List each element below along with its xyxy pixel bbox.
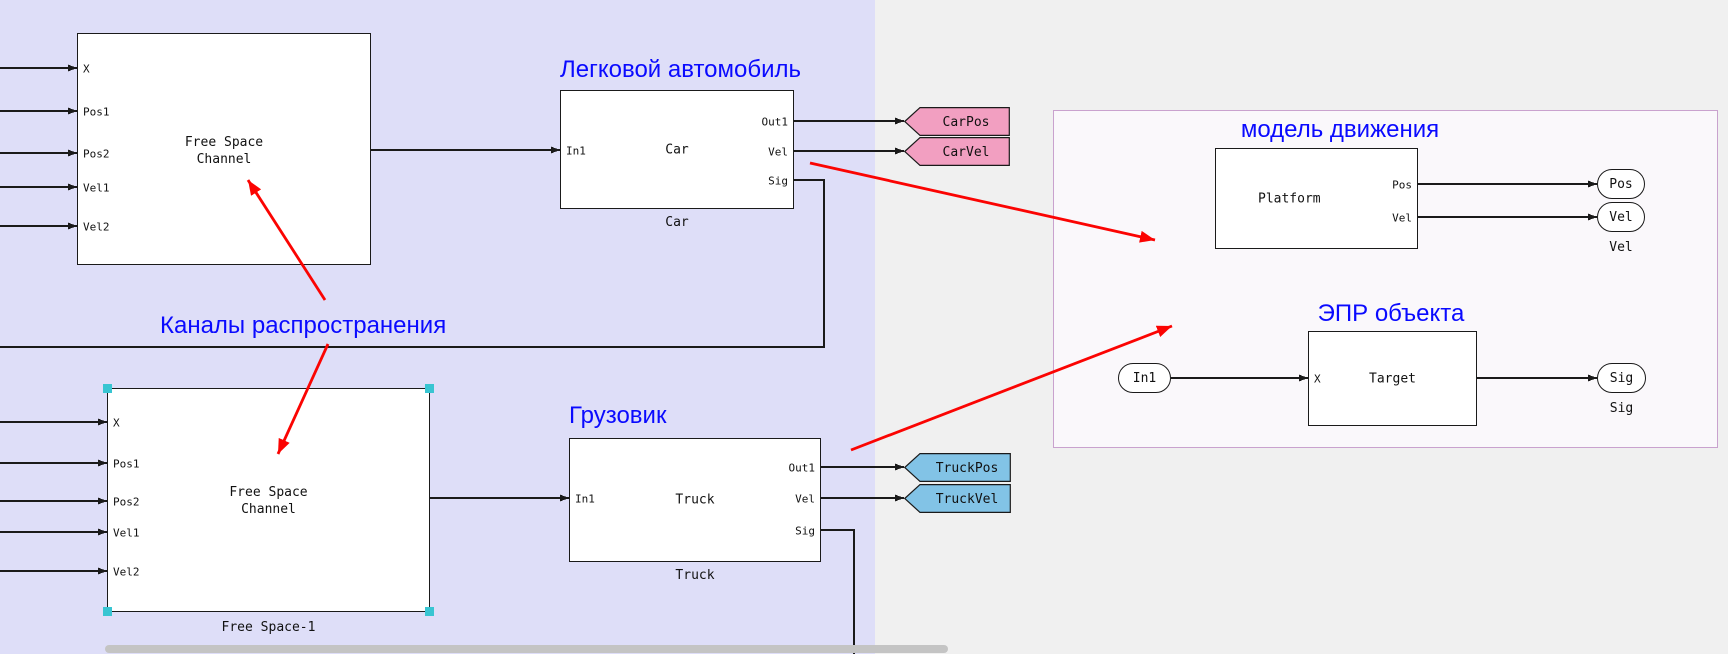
port-label-pos2: Pos2 xyxy=(113,495,140,509)
selection-handle[interactable] xyxy=(425,607,434,616)
wire-truck-sig[interactable] xyxy=(821,529,855,654)
free-space-channel-bottom-block[interactable]: Free Space Channel X Pos1 Pos2 Vel1 Vel2 xyxy=(103,384,434,616)
goto-tag-carpos[interactable]: CarPos xyxy=(904,107,1010,136)
svg-text:TruckVel: TruckVel xyxy=(936,492,999,507)
free-space-channel-top-block[interactable]: Free Space Channel X Pos1 Pos2 Vel1 Vel2 xyxy=(77,33,371,265)
block-title: Free Space Channel xyxy=(184,135,264,167)
goto-tag-truckvel[interactable]: TruckVel xyxy=(904,484,1011,513)
outport-pos[interactable]: Pos xyxy=(1597,169,1645,199)
free-space-1-block-name[interactable]: Free Space-1 xyxy=(221,620,316,635)
annotation-rcs-heading[interactable]: ЭПР объекта xyxy=(1317,300,1465,327)
horizontal-scrollbar-thumb[interactable] xyxy=(105,645,948,653)
port-label-sig: Sig xyxy=(768,174,788,188)
platform-block[interactable]: Platform Pos Vel xyxy=(1215,148,1418,249)
block-title: Truck xyxy=(675,492,715,508)
outport-sig[interactable]: Sig xyxy=(1597,363,1646,393)
outport-vel[interactable]: Vel xyxy=(1597,202,1645,232)
port-label-pos1: Pos1 xyxy=(83,105,110,119)
port-label-pos: Pos xyxy=(1392,178,1412,192)
selection-handle[interactable] xyxy=(103,384,112,393)
port-label-vel: Vel xyxy=(1392,211,1412,225)
car-subsystem-block[interactable]: Car In1 Out1 Vel Sig xyxy=(560,90,794,209)
svg-text:TruckPos: TruckPos xyxy=(936,461,999,476)
red-arrow-to-free-space-top[interactable] xyxy=(246,179,327,301)
port-label-pos1: Pos1 xyxy=(113,457,140,471)
inport-in1[interactable]: In1 xyxy=(1118,363,1171,393)
target-block[interactable]: Target X xyxy=(1308,331,1477,426)
red-arrow-to-free-space-bottom[interactable] xyxy=(276,343,330,455)
block-title: Free Space Channel xyxy=(229,485,308,517)
outport-sig-label: Sig xyxy=(1609,370,1634,386)
port-label-out1: Out1 xyxy=(761,115,789,129)
inport-in1-label: In1 xyxy=(1132,370,1157,386)
block-title: Platform xyxy=(1258,191,1321,206)
outport-pos-label: Pos xyxy=(1609,176,1633,192)
port-label-vel: Vel xyxy=(768,145,788,159)
goto-tag-truckpos[interactable]: TruckPos xyxy=(904,453,1011,482)
svg-text:CarPos: CarPos xyxy=(943,115,990,130)
block-title: Car xyxy=(665,142,689,157)
red-arrow-to-motion-model[interactable] xyxy=(809,161,1156,243)
port-label-out1: Out1 xyxy=(788,461,816,475)
annotation-motion-model-heading[interactable]: модель движения xyxy=(1240,116,1440,143)
sig-port-name[interactable]: Sig xyxy=(1609,401,1634,416)
car-block-name[interactable]: Car xyxy=(665,215,689,230)
annotation-truck-heading[interactable]: Грузовик xyxy=(569,402,667,429)
vel-port-name[interactable]: Vel xyxy=(1609,240,1633,255)
port-label-vel: Vel xyxy=(795,492,815,506)
block-title: Target xyxy=(1369,371,1416,386)
port-label-x: X xyxy=(1314,372,1321,386)
selection-handle[interactable] xyxy=(103,607,112,616)
svg-text:CarVel: CarVel xyxy=(943,145,990,160)
selection-handle[interactable] xyxy=(425,384,434,393)
port-label-in1: In1 xyxy=(575,492,595,506)
truck-subsystem-block[interactable]: Truck In1 Out1 Vel Sig xyxy=(569,438,821,562)
red-arrow-to-rcs[interactable] xyxy=(850,324,1173,452)
goto-tag-carvel[interactable]: CarVel xyxy=(904,137,1010,166)
port-label-pos2: Pos2 xyxy=(83,147,110,161)
truck-block-name[interactable]: Truck xyxy=(675,568,715,583)
port-label-sig: Sig xyxy=(795,524,815,538)
port-label-in1: In1 xyxy=(566,144,586,158)
port-label-x: X xyxy=(113,416,120,430)
wire-car-sig[interactable] xyxy=(0,179,825,348)
outport-vel-label: Vel xyxy=(1609,209,1633,225)
annotation-car-heading[interactable]: Легковой автомобиль xyxy=(560,56,802,83)
annotation-channels[interactable]: Каналы распространения xyxy=(160,312,447,339)
port-label-vel2: Vel2 xyxy=(113,565,140,579)
port-label-vel1: Vel1 xyxy=(113,526,140,540)
port-label-vel2: Vel2 xyxy=(83,220,110,234)
port-label-vel1: Vel1 xyxy=(83,181,110,195)
port-label-x: X xyxy=(83,62,90,76)
